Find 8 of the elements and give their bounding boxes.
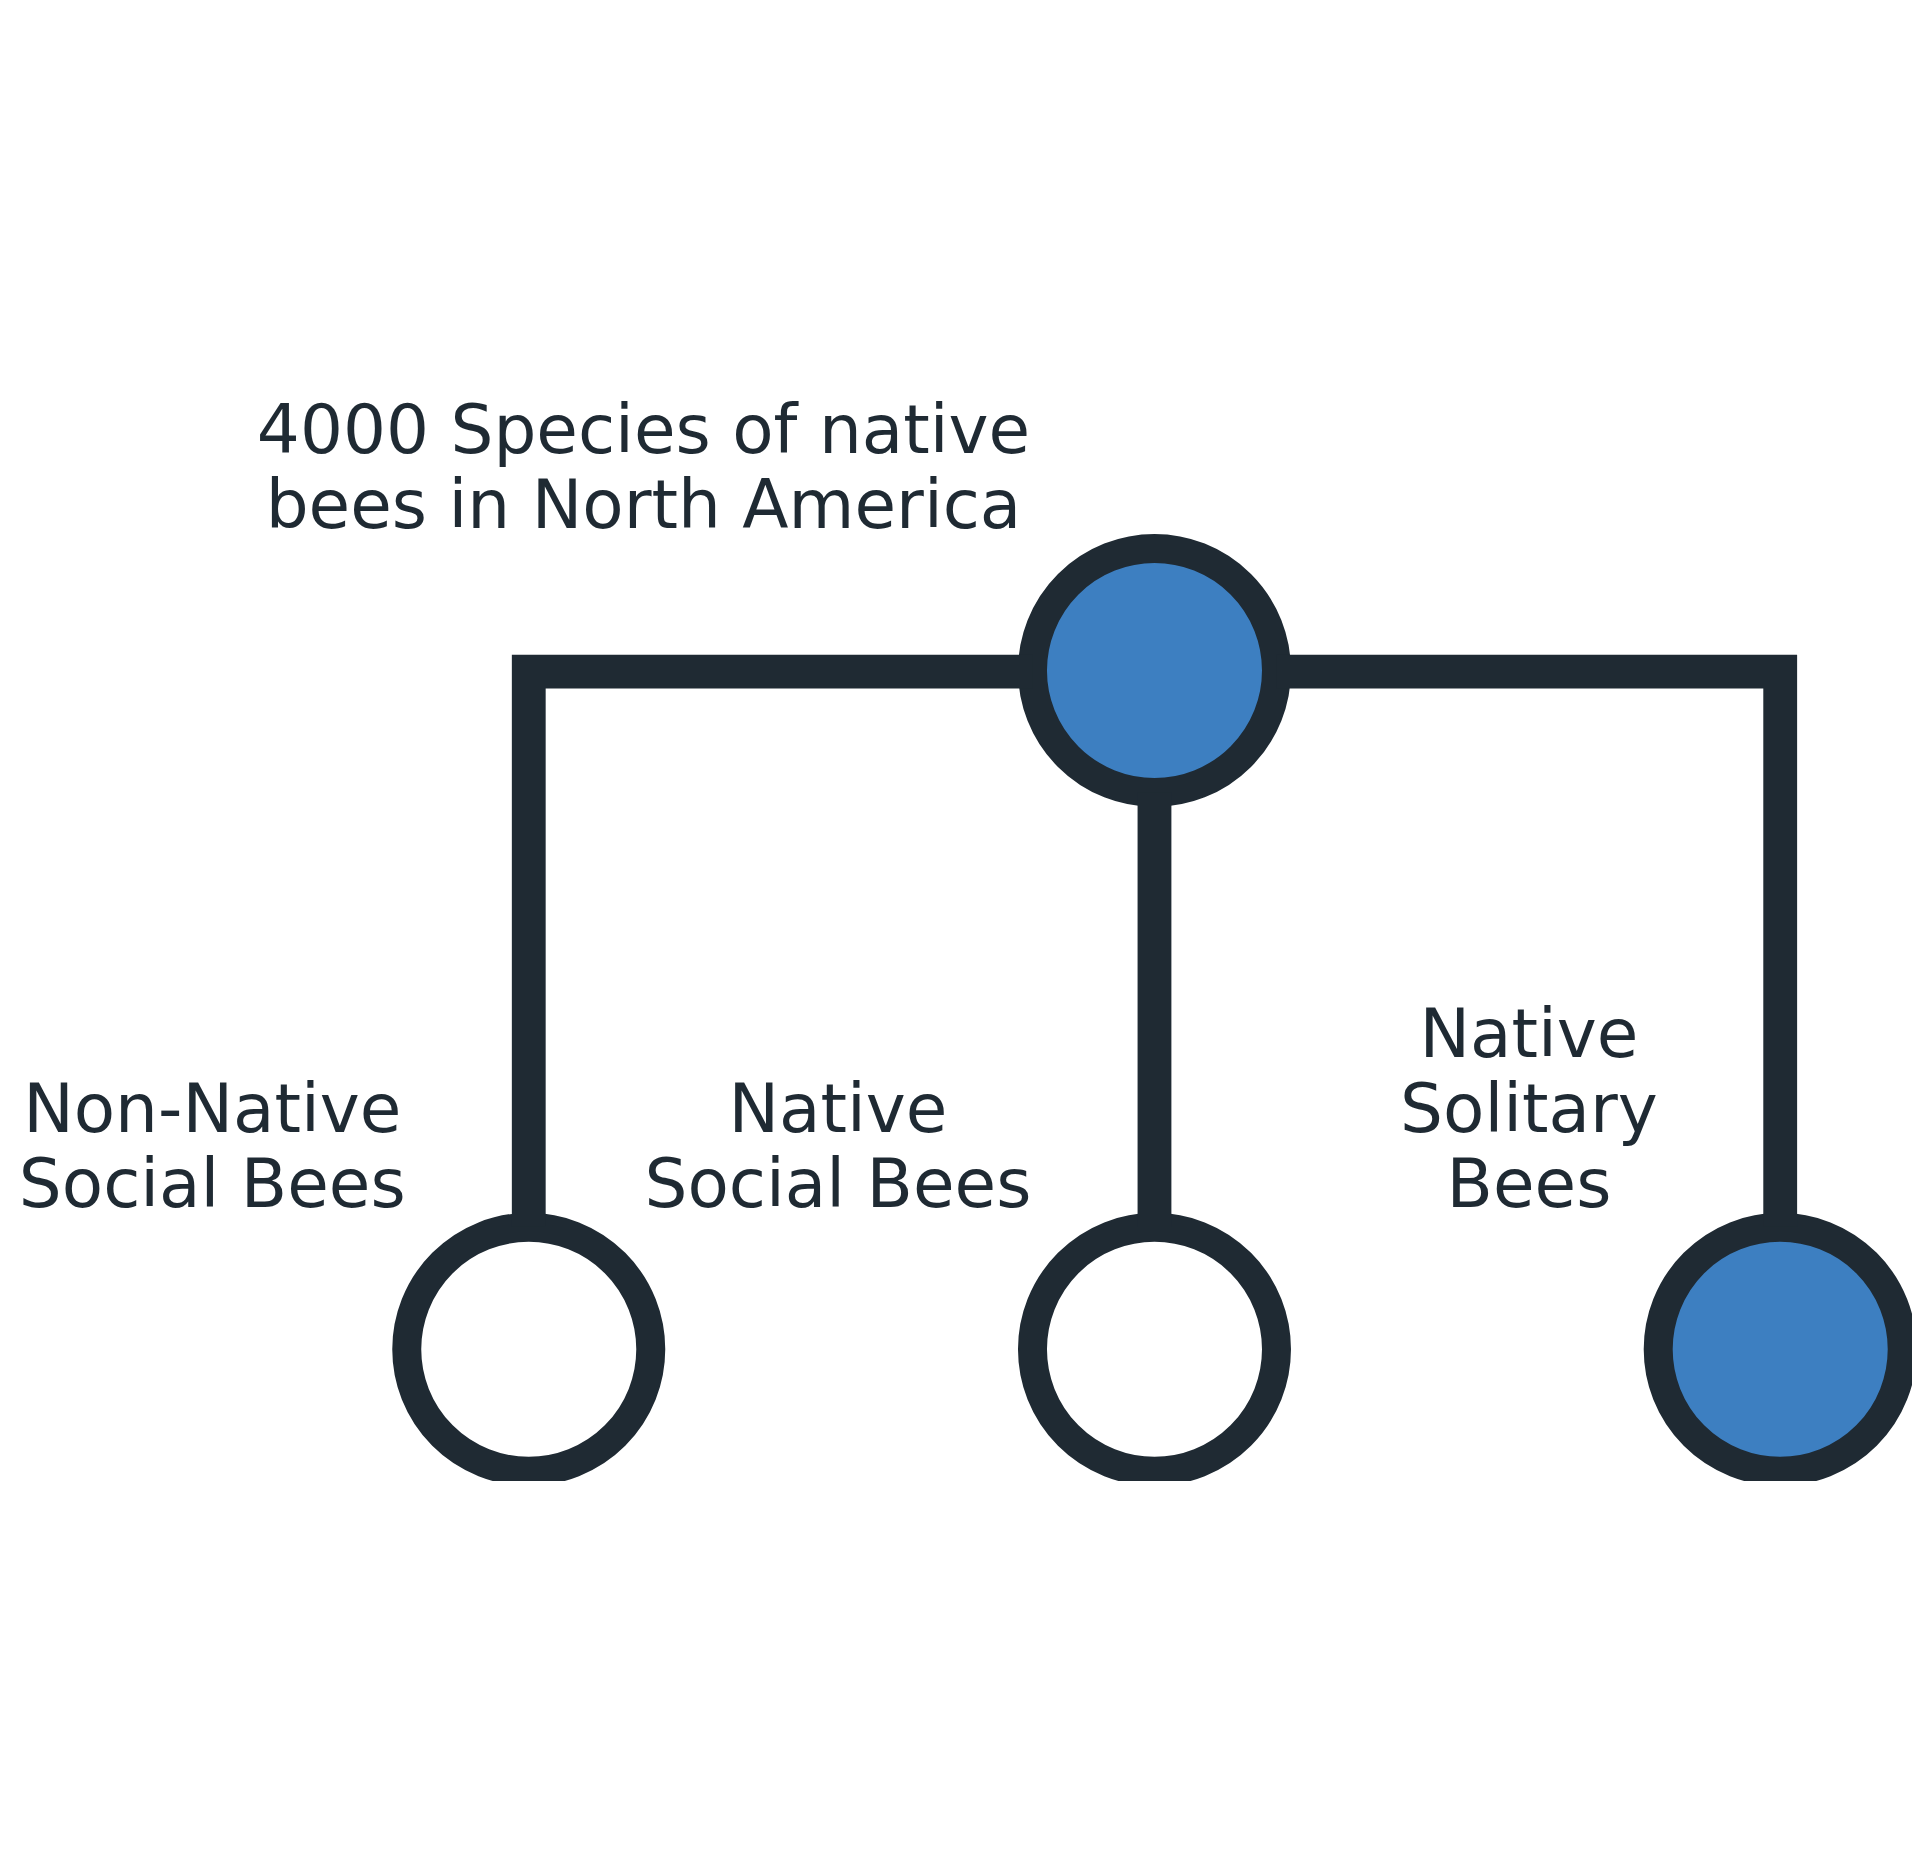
node-circle (1018, 1212, 1291, 1481)
node-label: Native Solitary Bees (1400, 993, 1658, 1223)
node-label: Native Social Bees (644, 1068, 1032, 1223)
node-circle (1018, 533, 1291, 807)
node-circle (1643, 1212, 1912, 1481)
node-label: 4000 Species of native bees in North America (256, 389, 1031, 544)
node-label: Non-Native Social Bees (18, 1068, 406, 1223)
node-circle (392, 1212, 666, 1481)
